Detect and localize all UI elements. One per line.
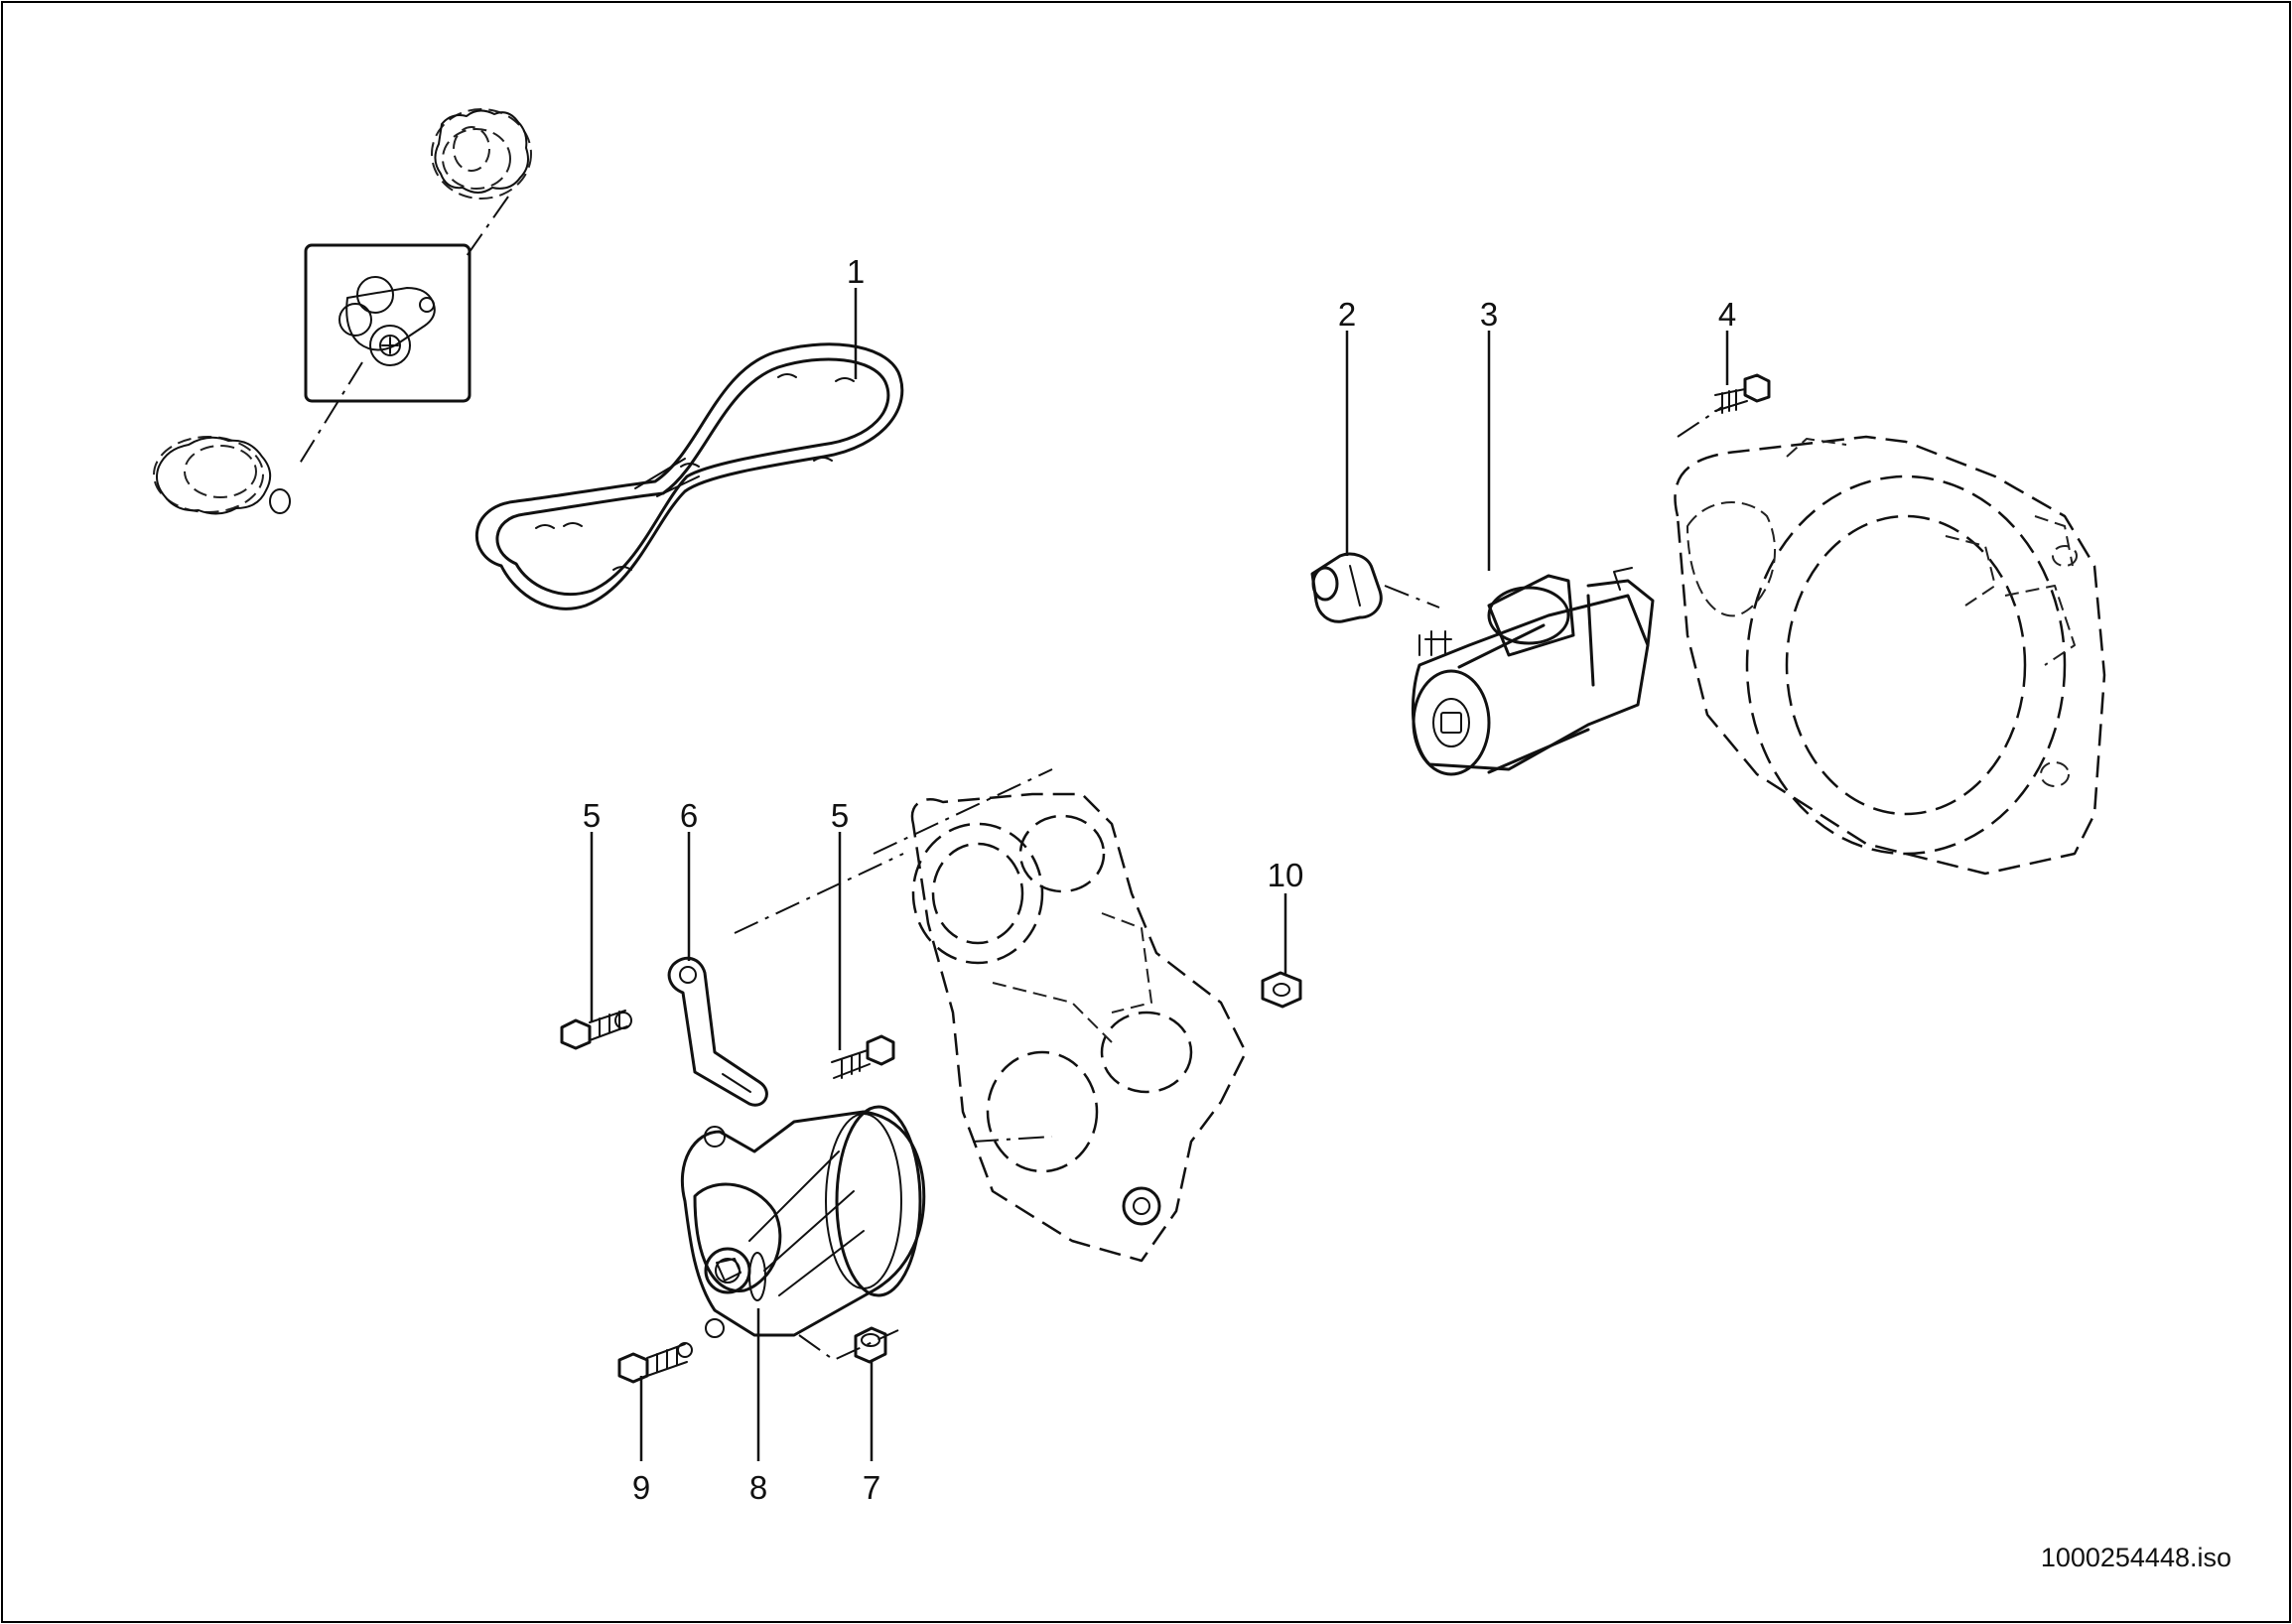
leader-lines bbox=[590, 288, 1729, 1461]
elbow-fitting[interactable] bbox=[1310, 552, 1440, 623]
callout-10: 10 bbox=[1268, 857, 1304, 893]
callout-1: 1 bbox=[847, 253, 865, 290]
callouts: 1 2 3 4 5 6 5 10 9 8 7 bbox=[583, 253, 1736, 1506]
lower-pulley-ghost bbox=[153, 436, 291, 515]
spacer-7[interactable] bbox=[798, 1326, 899, 1364]
timing-cover bbox=[734, 768, 1248, 1263]
callout-7: 7 bbox=[863, 1469, 880, 1506]
belt-routing-reference bbox=[153, 108, 532, 515]
drawing-reference: 1000254448.iso bbox=[2041, 1543, 2231, 1572]
bolt-5-middle[interactable] bbox=[831, 1034, 895, 1079]
alternator-bracket[interactable] bbox=[667, 956, 768, 1107]
bolt-9[interactable] bbox=[617, 1342, 693, 1384]
callout-4: 4 bbox=[1718, 296, 1736, 333]
callout-3: 3 bbox=[1480, 296, 1498, 333]
callout-5-middle: 5 bbox=[831, 797, 849, 834]
callout-9: 9 bbox=[632, 1469, 650, 1506]
upper-pulley-ghost bbox=[431, 108, 532, 200]
callout-8: 8 bbox=[749, 1469, 767, 1506]
bolt-4[interactable] bbox=[1677, 373, 1771, 438]
callout-5-left: 5 bbox=[583, 797, 601, 834]
v-belt[interactable] bbox=[475, 342, 904, 610]
alternator[interactable] bbox=[680, 1105, 926, 1338]
starter-motor[interactable] bbox=[1412, 567, 1655, 776]
callout-2: 2 bbox=[1338, 296, 1356, 333]
nut-10[interactable] bbox=[1261, 971, 1302, 1009]
bolt-5-left[interactable] bbox=[560, 1010, 632, 1050]
inset-box bbox=[304, 243, 472, 403]
flywheel-housing bbox=[1674, 435, 2106, 876]
callout-6: 6 bbox=[680, 797, 698, 834]
